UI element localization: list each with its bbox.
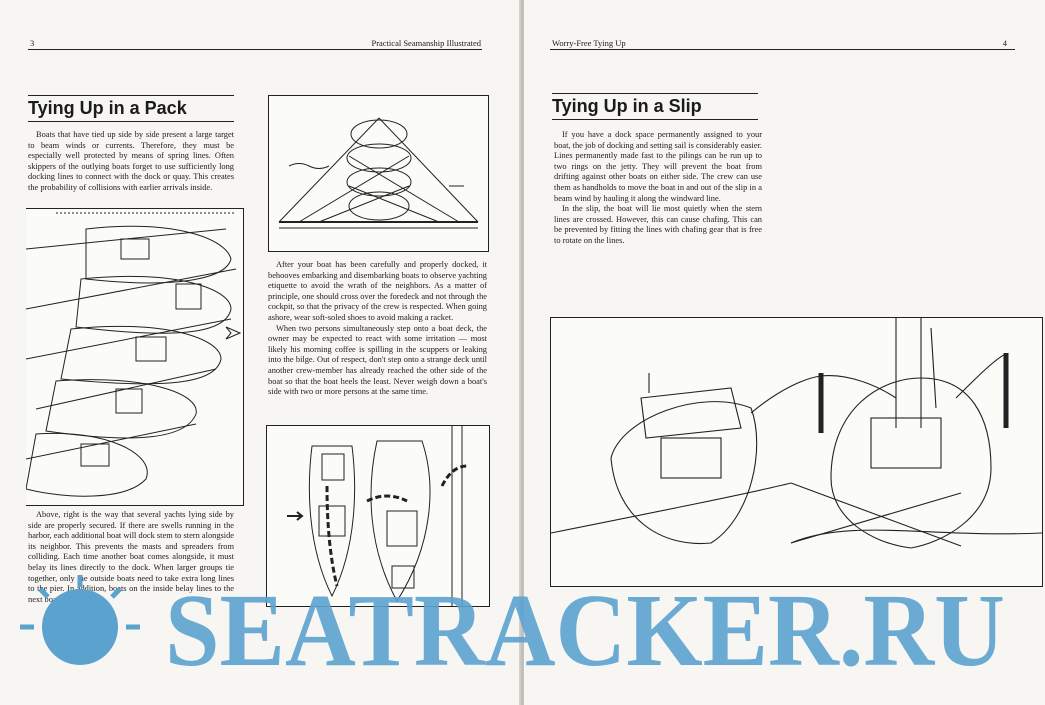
intro-text: Boats that have tied up side by side pre…	[28, 130, 234, 192]
book-gutter	[519, 0, 526, 705]
intro-paragraph: Boats that have tied up side by side pre…	[28, 130, 234, 194]
page-number-left: 3	[30, 38, 35, 48]
pack-illustration	[26, 208, 244, 506]
page-number-right: 4	[1002, 38, 1007, 48]
right-page: Worry-Free Tying Up 4 Tying Up in a Slip…	[524, 0, 1045, 705]
etiquette-text-2: When two persons simultaneously step ont…	[268, 323, 487, 397]
slip-illustration	[550, 317, 1043, 587]
slip-drawing	[551, 318, 1042, 549]
running-head-left: Practical Seamanship Illustrated	[371, 38, 481, 48]
watermark: SEATRACKER.RU	[20, 575, 1005, 675]
left-page: 3 Practical Seamanship Illustrated Tying…	[0, 0, 521, 705]
title-rule-left	[28, 95, 234, 96]
section-title: Tying Up in a Pack	[28, 98, 187, 118]
etiquette-paragraphs: After your boat has been carefully and p…	[268, 260, 487, 398]
running-head-right: Worry-Free Tying Up	[552, 38, 626, 48]
title-underline-left	[28, 121, 234, 122]
title-underline-right	[552, 119, 758, 120]
watermark-sun-icon	[20, 575, 140, 665]
boarding-drawing	[287, 426, 468, 606]
boarding-illustration	[266, 425, 490, 607]
pack-caption: Above, right is the way that several yac…	[28, 510, 234, 605]
header-rule-left	[28, 49, 482, 50]
slip-text-2: In the slip, the boat will lie most quie…	[554, 204, 762, 245]
watermark-text: SEATRACKER.RU	[165, 575, 1005, 675]
etiquette-text-1: After your boat has been carefully and p…	[268, 260, 487, 322]
slip-text-1: If you have a dock space permanently ass…	[554, 130, 762, 203]
pack-drawing	[26, 212, 242, 497]
pack-caption-text: Above, right is the way that several yac…	[28, 510, 234, 604]
moored-pack-illustration	[268, 95, 489, 252]
header-rule-right	[550, 49, 1015, 50]
moored-pack-drawing	[278, 117, 479, 229]
title-rule-right	[552, 93, 758, 94]
slip-section-title: Tying Up in a Slip	[552, 96, 702, 116]
slip-paragraphs: If you have a dock space permanently ass…	[554, 130, 762, 247]
